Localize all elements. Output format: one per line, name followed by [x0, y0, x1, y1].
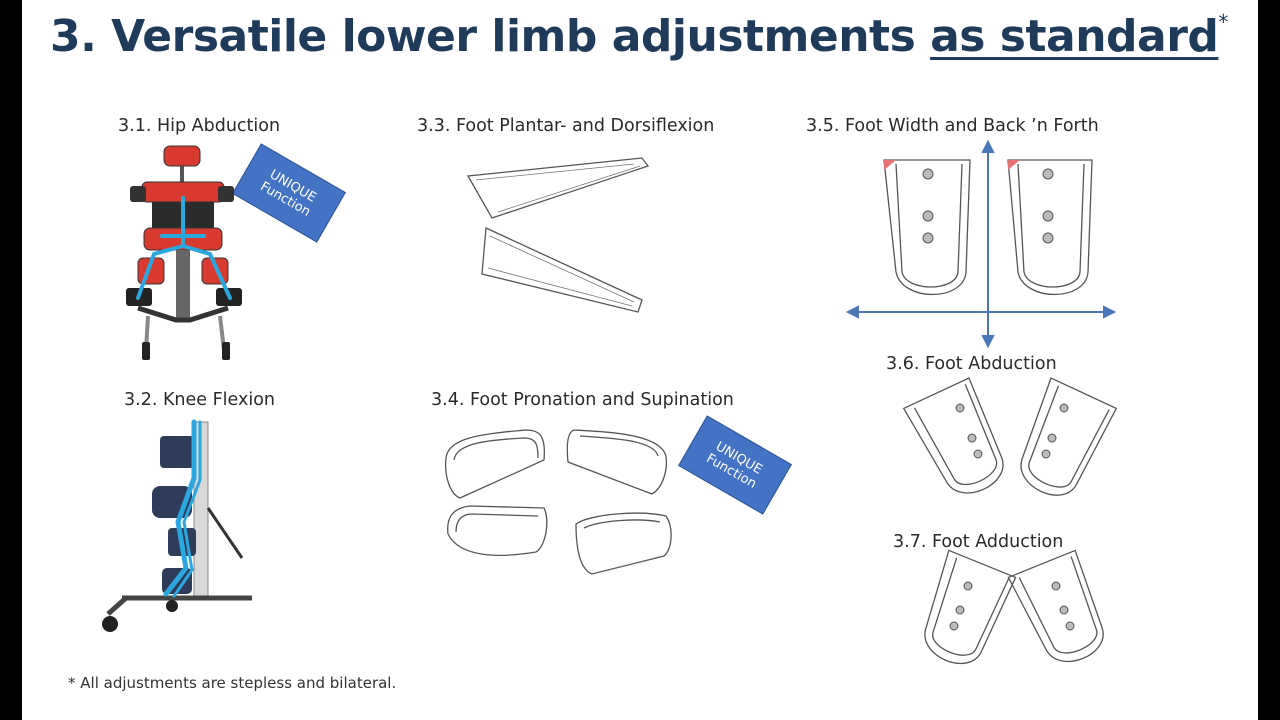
- foot-plantar-dorsiflexion-illustration: [466, 157, 650, 313]
- label-foot-width: 3.5. Foot Width and Back ’n Forth: [806, 116, 1099, 136]
- title-asterisk: *: [1218, 10, 1228, 34]
- foot-adduction-illustration: [924, 549, 1104, 664]
- slide-title: 3. Versatile lower limb adjustments as s…: [50, 10, 1228, 62]
- unique-function-badge: UNIQUE Function: [678, 415, 792, 515]
- label-hip-abduction: 3.1. Hip Abduction: [118, 116, 281, 136]
- label-foot-abduction: 3.6. Foot Abduction: [886, 354, 1057, 374]
- slide: 3. Versatile lower limb adjustments as s…: [22, 0, 1258, 720]
- foot-abduction-illustration: [902, 377, 1118, 496]
- unique-function-badge: UNIQUE Function: [232, 143, 346, 243]
- foot-pronation-supination-illustration: [444, 429, 672, 575]
- title-underlined: as standard: [930, 11, 1219, 62]
- label-foot-pronation-supination: 3.4. Foot Pronation and Supination: [431, 390, 734, 410]
- foot-width-illustration: [845, 139, 1117, 349]
- label-foot-adduction: 3.7. Foot Adduction: [893, 532, 1064, 552]
- title-main: 3. Versatile lower limb adjustments: [50, 11, 931, 62]
- label-knee-flexion: 3.2. Knee Flexion: [124, 390, 276, 410]
- hip-abduction-stander-illustration: [126, 145, 242, 360]
- knee-flexion-stander-illustration: [102, 419, 252, 632]
- footnote: * All adjustments are stepless and bilat…: [68, 674, 397, 692]
- label-foot-plantar-dorsiflexion: 3.3. Foot Plantar- and Dorsiflexion: [417, 116, 715, 136]
